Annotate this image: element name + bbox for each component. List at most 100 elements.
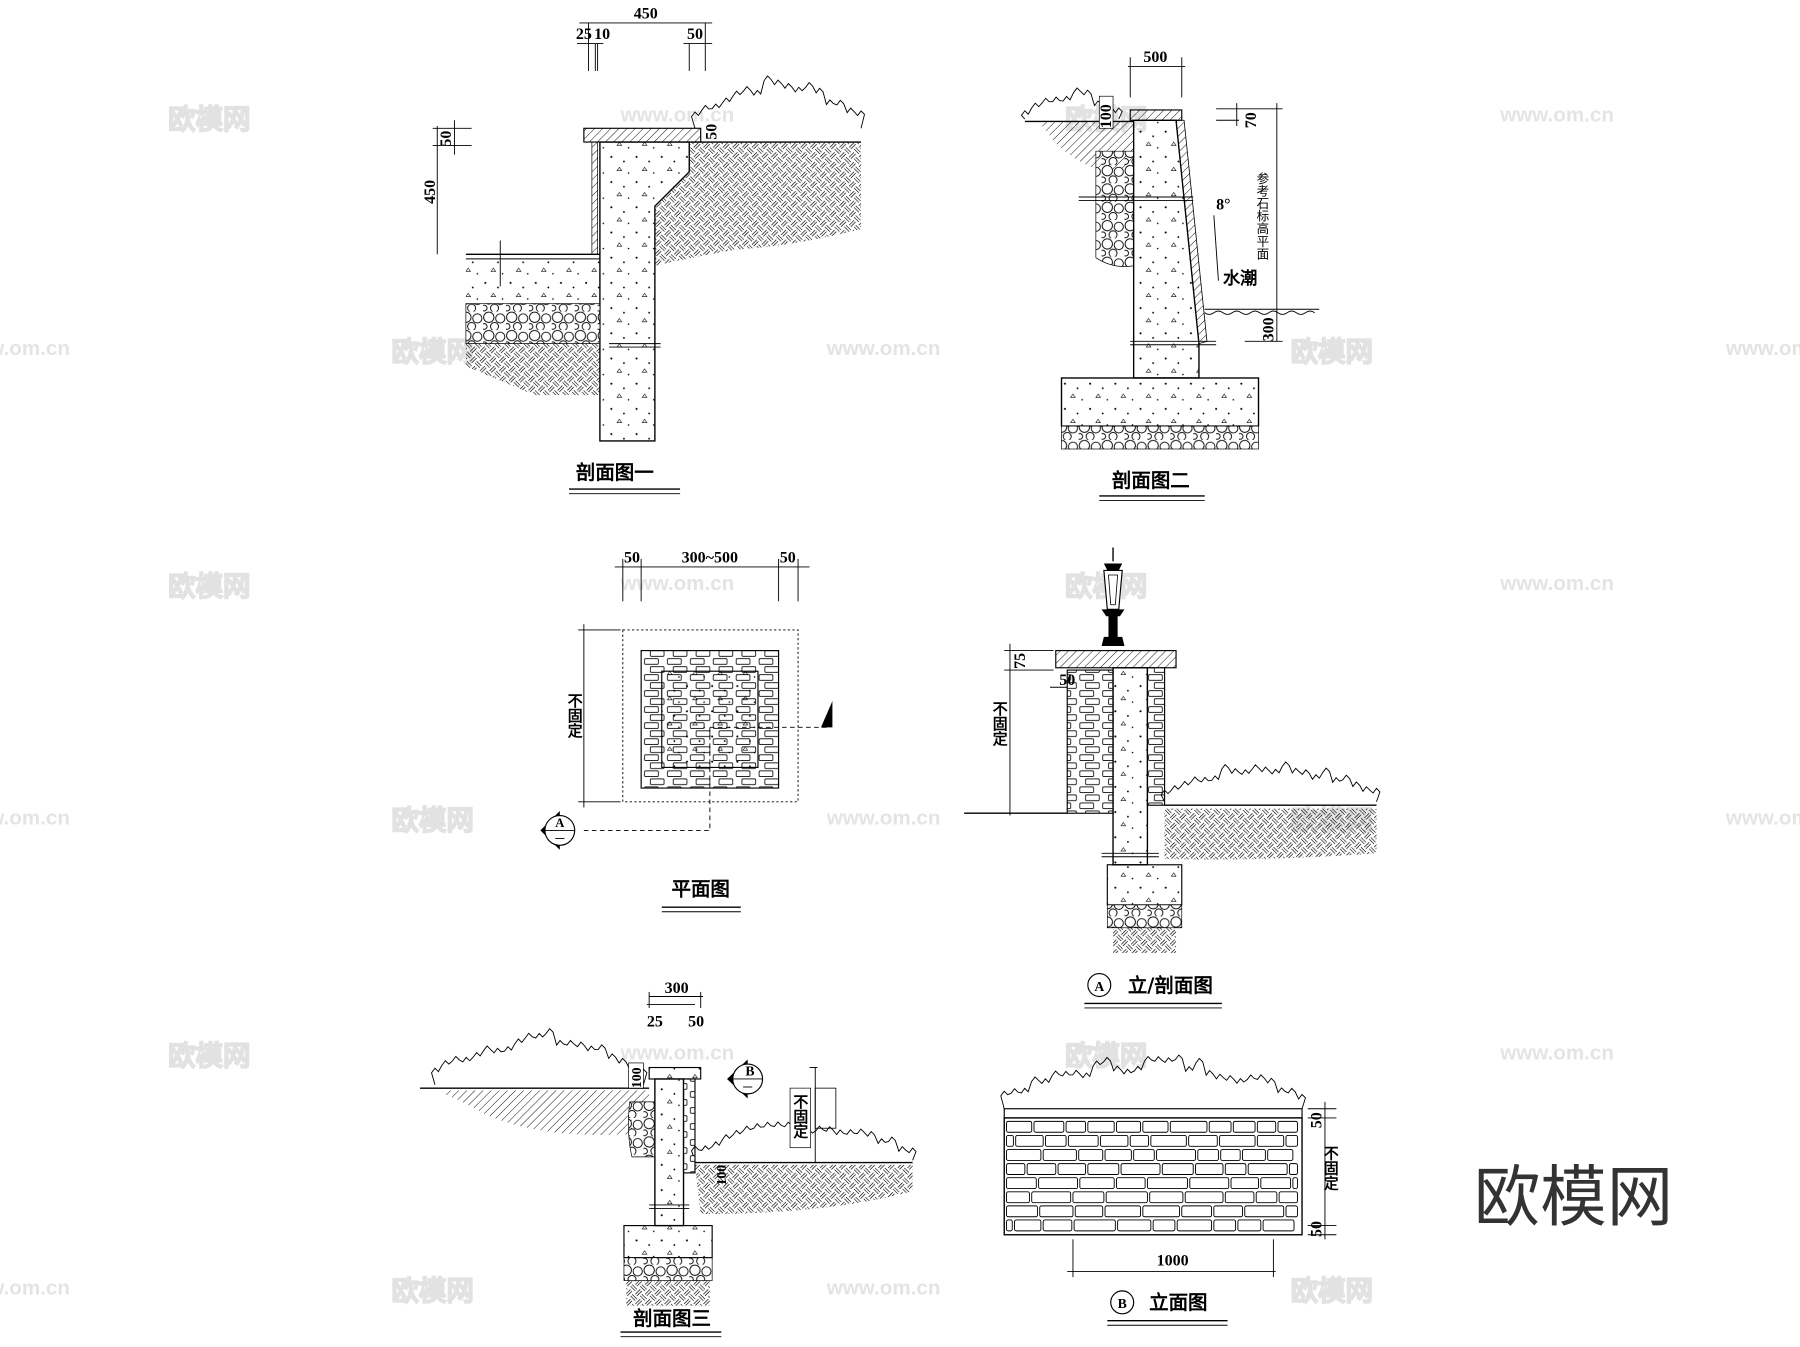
section-marker-b: B	[727, 1059, 764, 1099]
dimension-lines	[646, 991, 837, 1163]
section-3: 300 25 50 100 100 不固定 B 剖面图三	[420, 980, 917, 1338]
watermark-logo: 欧模网	[1065, 1040, 1147, 1072]
wall-stone	[1129, 1134, 1150, 1147]
wall-stone	[1285, 1205, 1298, 1218]
wall-stone	[1014, 1219, 1042, 1232]
watermark-url: www.om.cn	[0, 1276, 70, 1299]
coping-slab	[1129, 109, 1183, 121]
footing	[623, 1225, 713, 1259]
wall-stone	[1220, 1149, 1241, 1161]
wall-stone	[1117, 1219, 1152, 1232]
dim-25: 25	[647, 1013, 663, 1030]
wall-stone	[1189, 1177, 1230, 1190]
wall-stone	[1006, 1120, 1033, 1133]
wall-stone	[1065, 1120, 1087, 1133]
plan-view: 50 300~500 50 不固定 A 平面图	[540, 549, 833, 913]
wall-core	[654, 1078, 685, 1227]
footing	[1106, 864, 1183, 906]
elevation-b-title: 立面图	[1149, 1291, 1207, 1314]
wall-stone	[1006, 1149, 1042, 1161]
dim-50: 50	[688, 1013, 704, 1030]
pillar-core	[1112, 667, 1149, 866]
watermark-logo: 欧模网	[391, 1275, 473, 1307]
dimension-lines	[1004, 643, 1068, 816]
wall-stone	[1006, 1177, 1037, 1190]
elevation-section-a: 75 50 不固定 A 立/剖面图	[964, 547, 1381, 1009]
watermark-url: www.om.cn	[1499, 103, 1614, 126]
wall-stone	[1213, 1205, 1243, 1218]
wall-stone	[1067, 1134, 1099, 1147]
reference-note: 参考石标高平面	[1254, 172, 1269, 261]
wall-stone	[1149, 1191, 1184, 1204]
wall-stone	[1197, 1149, 1219, 1161]
wall-stone	[1031, 1191, 1072, 1204]
wall-stone	[1116, 1177, 1146, 1190]
wall-stone	[1072, 1191, 1105, 1204]
watermark-url: www.om.cn	[620, 103, 735, 126]
wall-stone	[1133, 1149, 1155, 1161]
watermark-logo: 欧模网	[1291, 1275, 1373, 1307]
wall-stone	[1224, 1191, 1255, 1204]
wall-stone	[1292, 1177, 1298, 1190]
marker-letter: B	[745, 1064, 754, 1079]
wall-stone	[1116, 1120, 1141, 1133]
dim-50-right: 50	[780, 549, 796, 566]
marker-letter: B	[1118, 1296, 1127, 1311]
marker-letter: A	[555, 816, 564, 830]
dim-300: 300	[665, 980, 689, 997]
wall-stone	[1087, 1163, 1120, 1175]
watermarks: 欧模网 欧模网 欧模网 欧模网 欧模网 欧模网 欧模网 欧模网 欧模网 欧模网 …	[0, 103, 1800, 1308]
wall-stone	[1260, 1177, 1292, 1190]
dim-1000: 1000	[1157, 1253, 1189, 1270]
pillar-cap	[1055, 650, 1177, 669]
wall-stone	[1142, 1205, 1180, 1218]
wall-stone	[1181, 1205, 1213, 1218]
wall-stone	[1237, 1219, 1262, 1232]
dim-50-top: 50	[687, 26, 703, 43]
stone-facing	[682, 1078, 696, 1174]
gravel-backfill	[1095, 150, 1135, 267]
lamp-icon	[1101, 547, 1125, 647]
gravel-backfill	[628, 1101, 656, 1158]
watermark-url: www.om.cn	[620, 1042, 735, 1065]
watermark-url: www.om.cn	[0, 337, 70, 360]
wall-stone	[1038, 1177, 1078, 1190]
dim-variable: 不固定	[991, 701, 1009, 747]
wall-stone	[1006, 1205, 1038, 1218]
wall-stone	[1232, 1120, 1256, 1133]
gravel-bed	[623, 1257, 713, 1281]
wall-stone	[1150, 1134, 1187, 1147]
plan-title: 平面图	[671, 878, 729, 901]
stone-cladding	[1066, 669, 1114, 814]
wall-stone	[1146, 1177, 1188, 1190]
wall-stone	[1169, 1120, 1208, 1133]
section-1: 450 25 10 50 50 450 50 剖面图一	[422, 5, 865, 495]
dim-50-bottom: 50	[1309, 1221, 1326, 1237]
watermark-url: www.om.cn	[826, 1276, 941, 1299]
wall-stone	[1104, 1149, 1132, 1161]
wall-stone	[1120, 1163, 1161, 1175]
base-concrete	[465, 261, 600, 304]
wall-stone	[1042, 1219, 1073, 1232]
wall-stone	[1230, 1177, 1259, 1190]
coping-slab	[648, 1066, 702, 1080]
compacted-soil	[465, 343, 600, 396]
dim-500: 500	[1143, 49, 1167, 66]
wall-stone	[1256, 1120, 1277, 1133]
corner-logo: 欧模网	[1474, 1158, 1673, 1236]
wall-stone	[1057, 1163, 1087, 1175]
dim-variable: 不固定	[566, 693, 584, 739]
watermark-url: www.om.cn	[1499, 572, 1614, 595]
watermark-logo: 欧模网	[168, 103, 250, 135]
watermark-url: www.om.cn	[826, 807, 941, 830]
section-2-title: 剖面图二	[1112, 469, 1190, 492]
plan-outline	[622, 629, 799, 803]
watermark-logo: 欧模网	[168, 571, 250, 603]
watermark-url: www.om.cn	[1499, 1042, 1614, 1065]
wall-stone	[1161, 1163, 1194, 1175]
elevation-a-title: 立/剖面图	[1128, 974, 1213, 997]
dim-50-right: 50	[704, 124, 721, 140]
wall-stone	[1033, 1120, 1065, 1133]
watermark-logo: 欧模网	[391, 336, 473, 368]
gravel-layer	[465, 303, 601, 344]
